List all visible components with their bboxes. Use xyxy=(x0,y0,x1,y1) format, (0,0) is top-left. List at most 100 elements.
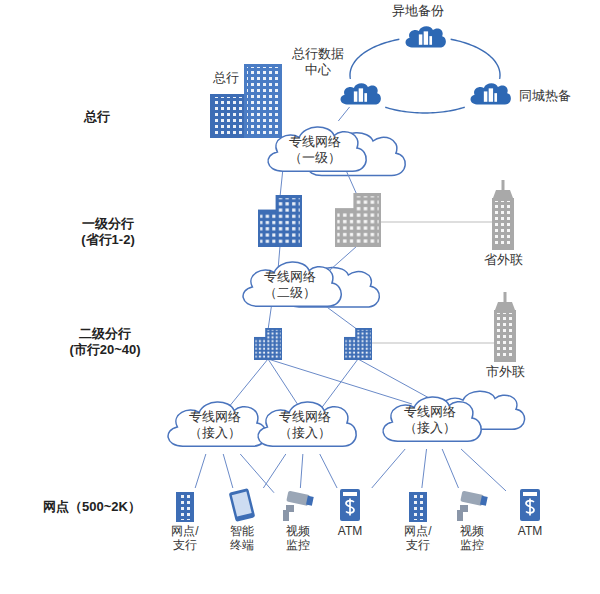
node-label: 市外联 xyxy=(486,364,525,380)
building-icon xyxy=(344,328,372,360)
building-icon xyxy=(258,195,302,247)
ring-link xyxy=(451,39,500,79)
network-cloud: 专线网络 （接入） xyxy=(161,396,270,454)
link-line xyxy=(268,359,300,408)
building-icon xyxy=(488,180,518,250)
building-node: 总行 xyxy=(208,64,284,138)
building-icon xyxy=(254,328,282,360)
cloud-shape xyxy=(268,127,366,171)
terminal-device: 智能终端 xyxy=(218,488,266,553)
network-link xyxy=(240,454,274,493)
device-label: 网点/支行 xyxy=(402,525,433,553)
link-line xyxy=(320,359,358,410)
network-link xyxy=(223,454,233,488)
link-line xyxy=(330,246,357,270)
icon-shape xyxy=(341,83,381,104)
tier-label: 总行 xyxy=(84,109,110,125)
datacenter-cloud: 总行数据中心 xyxy=(338,81,382,107)
cloud-icon xyxy=(468,81,512,107)
network-link xyxy=(263,454,285,488)
device-label: 视频监控 xyxy=(282,525,313,553)
node-label: 总行数据中心 xyxy=(291,46,346,77)
icon-shape xyxy=(471,83,511,104)
network-link xyxy=(195,454,206,488)
network-cloud: 专线网络 （一级） xyxy=(261,121,370,179)
icon-shape xyxy=(340,489,360,521)
icon-shape xyxy=(210,64,282,138)
network-link xyxy=(338,107,349,121)
icon-shape xyxy=(229,488,256,522)
cloud-shape xyxy=(243,262,341,306)
terminal-device: 视频监控 xyxy=(274,488,322,553)
device-label: 智能终端 xyxy=(226,525,257,553)
cloud-shape xyxy=(168,402,266,446)
link-line xyxy=(345,168,357,195)
tier-label: 网点（500~2K） xyxy=(43,499,141,515)
icon-shape xyxy=(176,492,194,522)
device-icon xyxy=(281,488,315,522)
node-label: 同城热备 xyxy=(519,88,571,104)
device-icon xyxy=(225,488,259,522)
device-icon xyxy=(333,488,367,522)
tier-label: 一级分行 (省行1-2) xyxy=(66,216,151,249)
cloud-text: 专线网络 （接入） xyxy=(398,404,463,435)
network-link xyxy=(300,454,302,488)
device-label: 网点/支行 xyxy=(169,525,200,553)
cloud-icon xyxy=(403,24,447,50)
terminal-device: 网点/支行 xyxy=(394,488,442,553)
network-link xyxy=(461,449,506,491)
device-icon xyxy=(455,488,489,522)
building-icon xyxy=(335,193,381,247)
terminal-device: 网点/支行 xyxy=(161,488,209,553)
building-icon xyxy=(490,292,520,362)
link-line xyxy=(372,342,494,343)
cloud-text: 专线网络 （一级） xyxy=(283,134,348,165)
icon-shape xyxy=(494,292,516,362)
device-icon xyxy=(513,488,547,522)
icon-shape xyxy=(409,492,427,522)
tier-label: 二级分行 (市行20~40) xyxy=(63,326,148,359)
external-lines xyxy=(372,222,494,343)
network-link xyxy=(372,449,405,488)
network-cloud: 专线网络 （接入） xyxy=(376,391,485,449)
node-label: 总行 xyxy=(213,70,239,86)
building-node: 省外联 xyxy=(488,180,518,250)
cloud-shape xyxy=(258,402,356,446)
icon-shape xyxy=(457,491,488,521)
icon-shape xyxy=(492,180,514,250)
icon-shape xyxy=(283,491,314,521)
link-line xyxy=(280,168,283,197)
datacenter-cloud: 同城热备 xyxy=(468,81,512,107)
icon-shape xyxy=(520,489,540,521)
icon-shape xyxy=(406,26,446,47)
link-line xyxy=(381,221,492,222)
datacenter-cloud: 异地备份 xyxy=(403,24,447,50)
network-link xyxy=(422,449,427,488)
link-line xyxy=(268,359,412,404)
ring-link xyxy=(385,107,464,113)
cloud-icon xyxy=(338,81,382,107)
device-label: 视频监控 xyxy=(456,525,487,553)
cloud-text: 专线网络 （接入） xyxy=(183,409,248,440)
network-cloud: 专线网络 （接入） xyxy=(251,396,360,454)
network-link xyxy=(320,454,337,488)
node-label: 省外联 xyxy=(484,252,523,268)
ring-link xyxy=(350,39,399,79)
building-node: 市外联 xyxy=(490,292,520,362)
device-label: ATM xyxy=(334,525,365,539)
node-label: 异地备份 xyxy=(392,3,444,19)
device-icon xyxy=(168,488,202,522)
link-line xyxy=(228,359,268,408)
network-link xyxy=(442,449,458,488)
terminal-device: ATM xyxy=(506,488,554,539)
terminal-device: 视频监控 xyxy=(448,488,496,553)
device-label: ATM xyxy=(514,525,545,539)
network-cloud: 专线网络 （二级） xyxy=(236,256,345,314)
cloud-text: 专线网络 （二级） xyxy=(258,269,323,300)
terminal-device: ATM xyxy=(326,488,374,539)
device-icon xyxy=(401,488,435,522)
cloud-shape xyxy=(383,397,481,441)
cloud-text: 专线网络 （接入） xyxy=(273,409,338,440)
link-lines xyxy=(228,168,440,410)
